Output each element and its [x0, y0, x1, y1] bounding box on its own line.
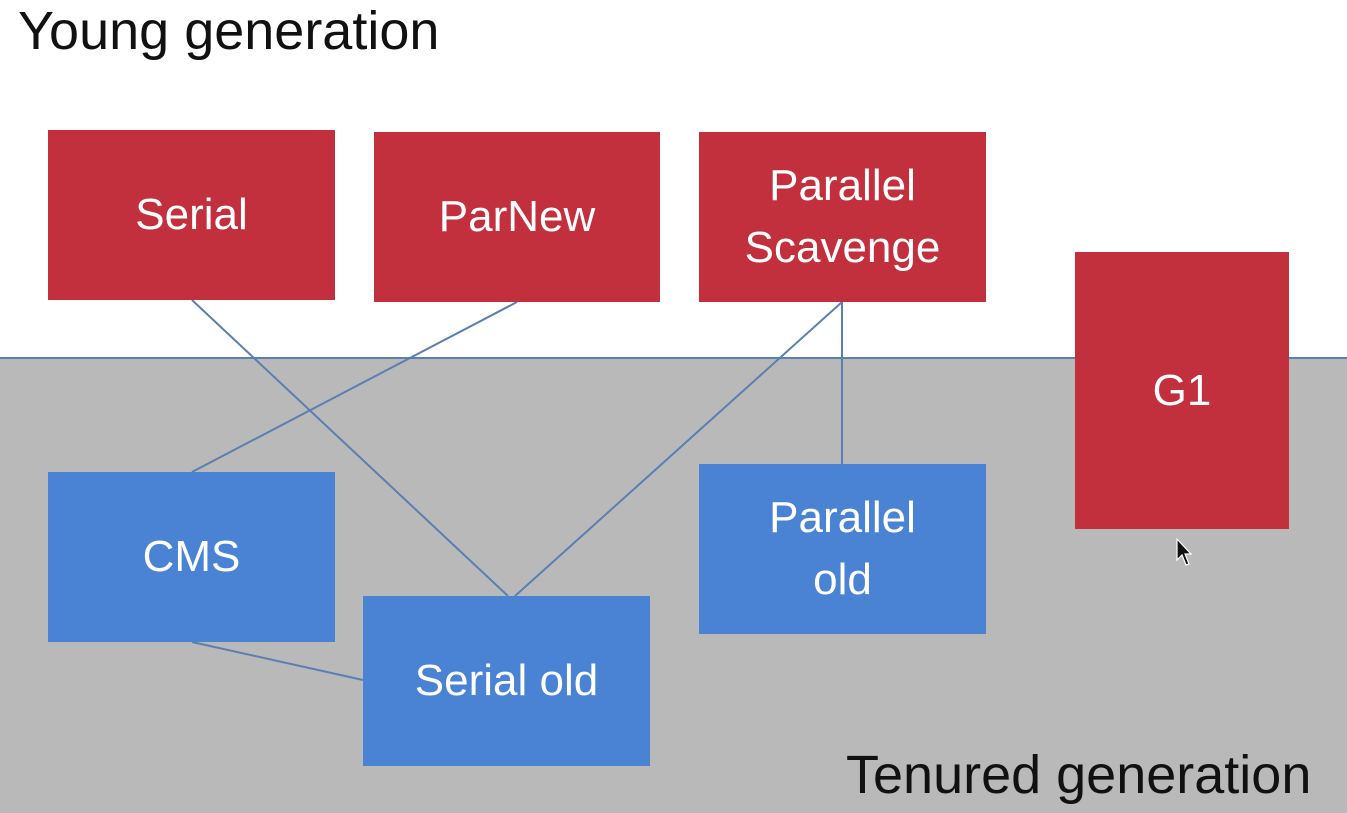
collector-parallel-old-line-1: Parallel	[769, 493, 916, 542]
collector-parallel-old-line-2: old	[813, 555, 872, 604]
collector-serial: Serial	[48, 130, 335, 300]
collector-g1-line-1: G1	[1152, 365, 1212, 415]
collector-cms-line-1: CMS	[142, 532, 241, 581]
connector-serial-serial-old	[191, 299, 509, 597]
collector-parallel-old-label: Parallel old	[769, 487, 916, 611]
connector-parnew-cms	[191, 301, 518, 473]
connector-cms-serial-old	[191, 641, 364, 681]
connector-parallel-scavenge-serial-old	[514, 301, 843, 597]
collector-parallel-scavenge-line-2: Scavenge	[744, 223, 941, 272]
collector-g1: G1	[1075, 252, 1289, 529]
collector-parnew: ParNew	[374, 132, 660, 302]
collector-serial-old: Serial old	[363, 596, 650, 766]
collector-parnew-label: ParNew	[439, 186, 596, 248]
collector-parallel-scavenge-label: Parallel Scavenge	[745, 155, 941, 279]
tenured-generation-label: Tenured generation	[846, 745, 1312, 805]
collector-serial-old-line-1: Serial old	[414, 656, 599, 705]
collector-serial-label: Serial	[135, 184, 248, 246]
collector-serial-line-1: Serial	[135, 190, 248, 239]
collector-parnew-line-1: ParNew	[438, 192, 596, 241]
collector-parallel-scavenge: Parallel Scavenge	[699, 132, 986, 302]
collector-parallel-old: Parallel old	[699, 464, 986, 634]
collector-cms: CMS	[48, 472, 335, 642]
collector-cms-label: CMS	[143, 526, 241, 588]
collector-parallel-scavenge-line-1: Parallel	[769, 161, 916, 210]
collector-serial-old-label: Serial old	[415, 650, 598, 712]
generation-divider	[0, 357, 1347, 359]
young-generation-label: Young generation	[18, 1, 440, 61]
collector-g1-label: G1	[1153, 360, 1212, 422]
mouse-pointer-icon	[1176, 538, 1192, 566]
